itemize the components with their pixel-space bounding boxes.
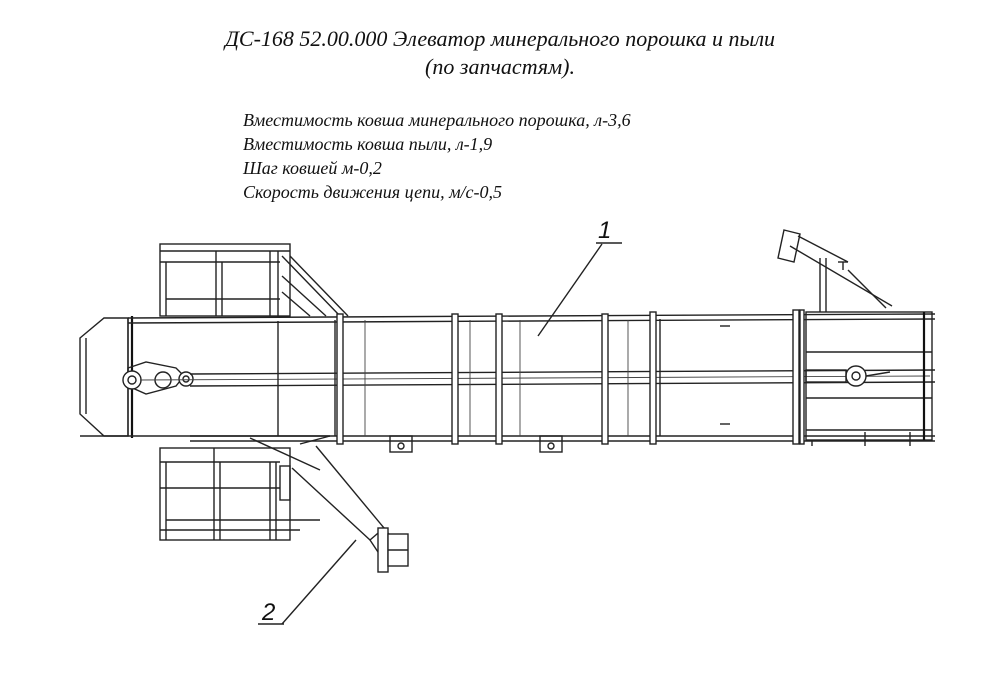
spec-bucket-pitch: Шаг ковшей м-0,2 [243,158,382,178]
callout-2: 2 [258,539,357,626]
spec-dust-bucket-capacity: Вместимость ковша пыли, л-1,9 [243,134,493,154]
drawing-title: ДС-168 52.00.000 Элеватор минерального п… [224,26,776,51]
lower-platform [159,447,320,541]
callout-2-label: 2 [261,599,275,626]
drawing-subtitle: (по запчастям). [425,54,575,79]
outlet-chute [249,435,409,573]
top-inlet-chute [777,229,893,312]
elevator-tail [720,311,933,446]
elevator-head [79,316,194,438]
upper-platform [159,243,349,317]
callout-1: 1 [537,217,622,337]
callout-1-label: 1 [598,217,611,244]
spec-mineral-bucket-capacity: Вместимость ковша минерального порошка, … [243,110,631,130]
spec-list: Вместимость ковша минерального порошка, … [243,108,631,204]
casing-flanges [336,309,805,445]
spec-chain-speed: Скорость движения цепи, м/с-0,5 [243,182,503,202]
elevator-casing [80,313,936,442]
support-feet [389,435,563,453]
